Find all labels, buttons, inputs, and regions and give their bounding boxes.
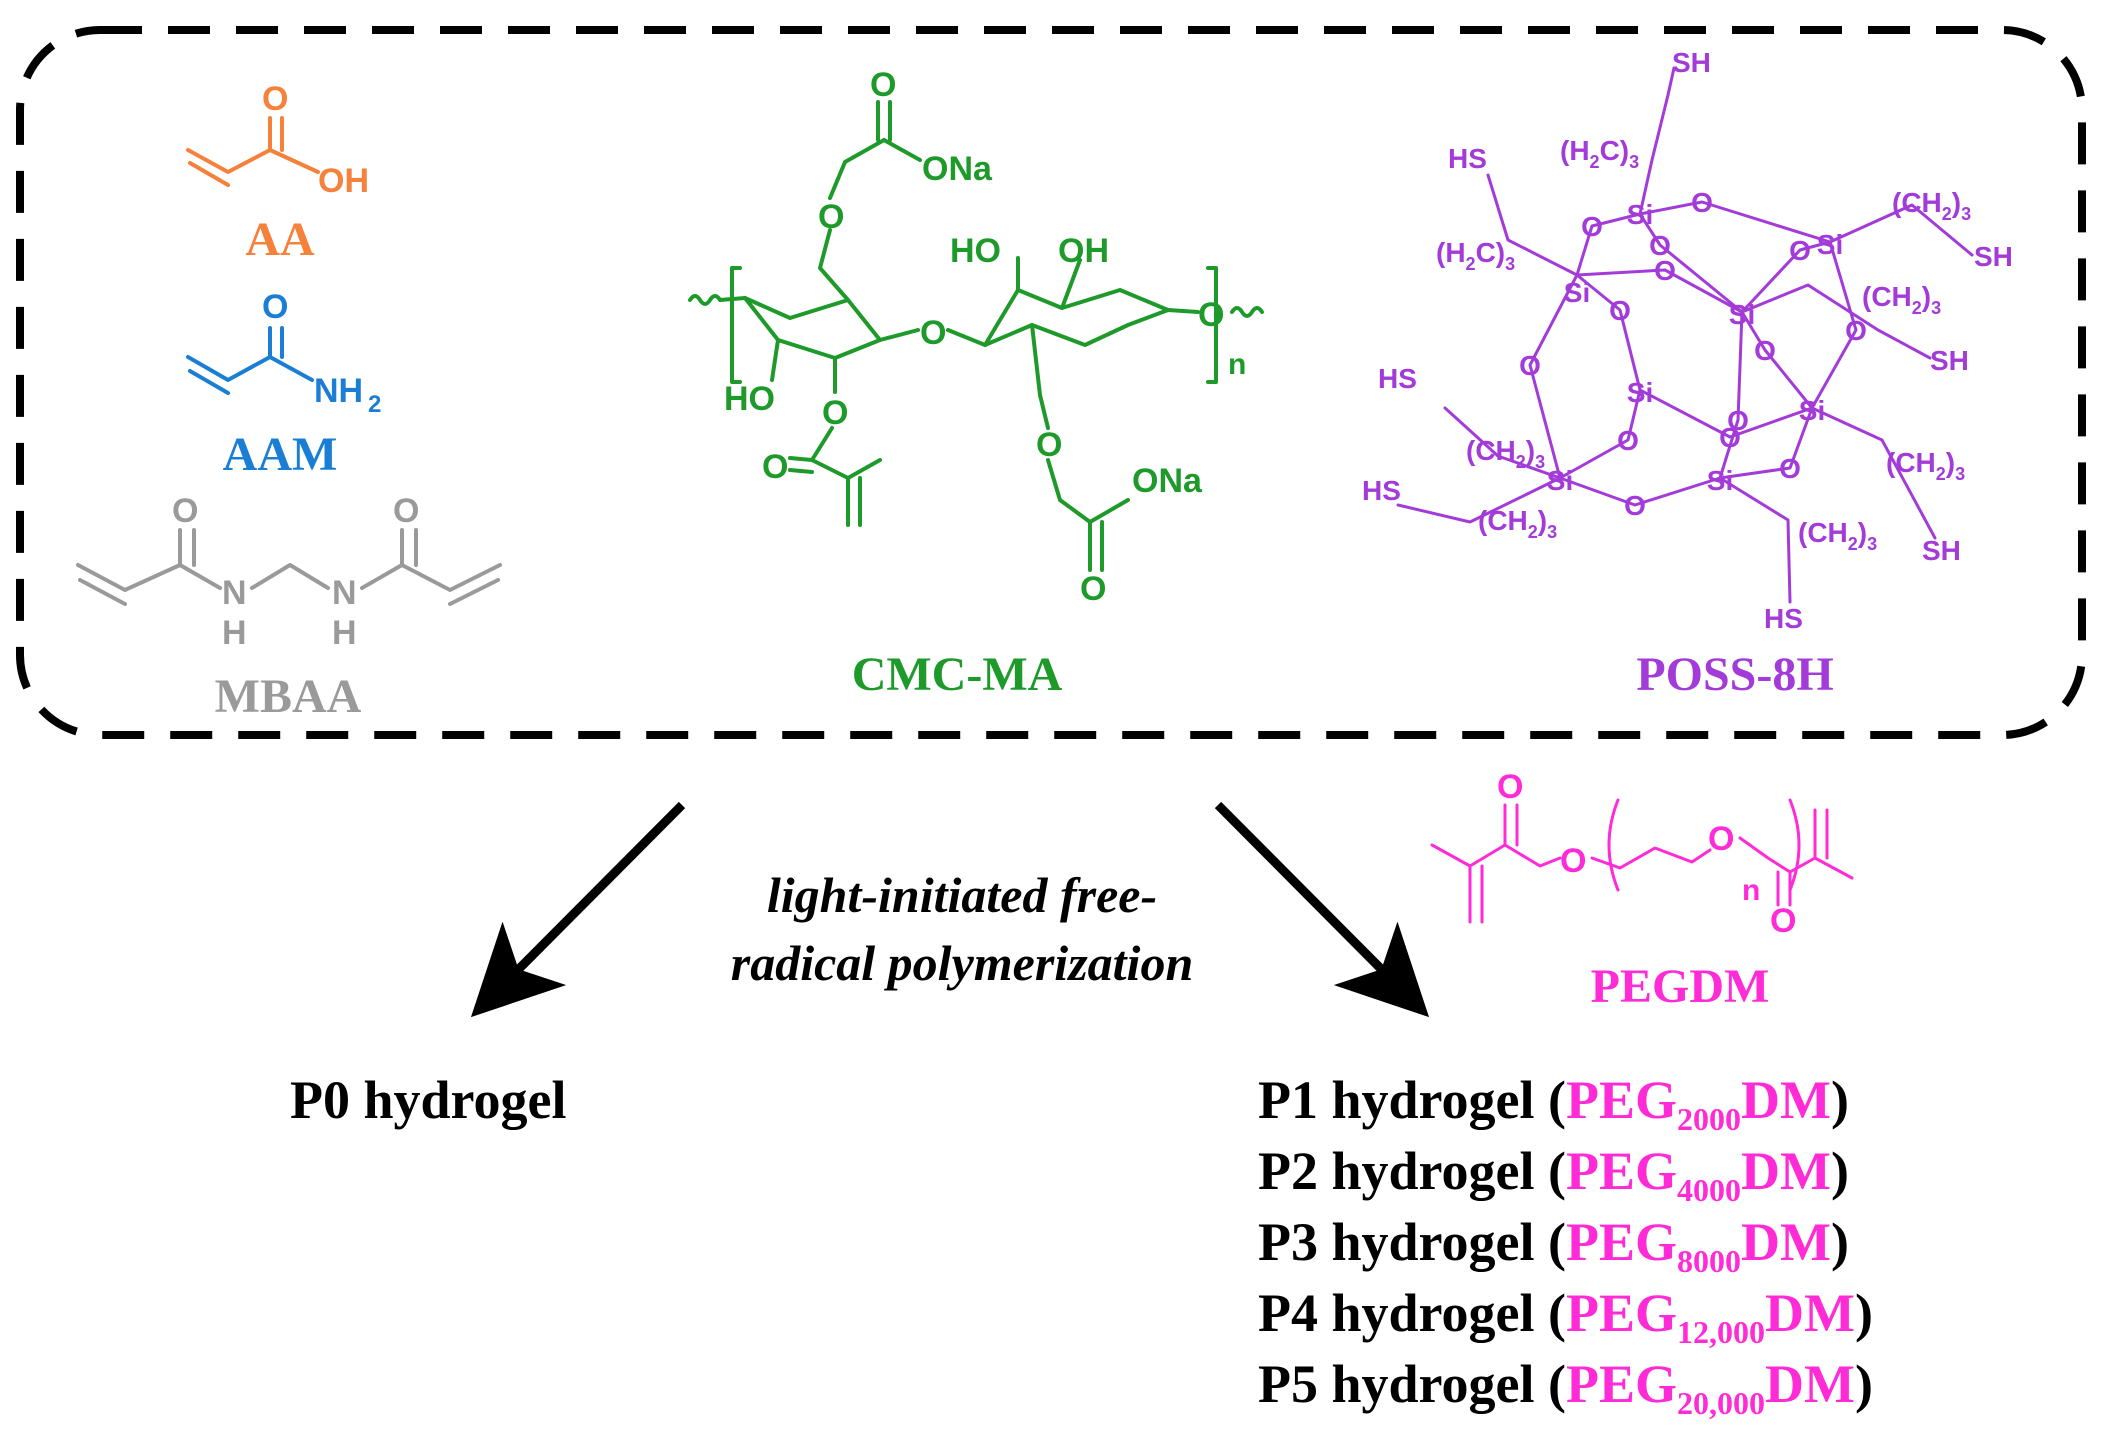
cmc-atom-o-ether-bot: O xyxy=(1036,426,1062,464)
poss-o-4: O xyxy=(1654,255,1676,286)
aam-structure xyxy=(186,326,314,395)
mbaa-label: MBAA xyxy=(215,670,362,723)
aa-atom-oh: OH xyxy=(318,162,369,200)
poss-si-4: Si xyxy=(1729,299,1755,330)
arrow-to-p0 xyxy=(470,801,686,1018)
pegdm-structure xyxy=(1430,798,1854,924)
product-p0: P0 hydrogel xyxy=(290,1070,567,1130)
poss-hs-1: HS xyxy=(1448,143,1487,174)
cmc-atom-o-top: O xyxy=(870,66,896,104)
product-row: P1 hydrogel (PEG2000DM) xyxy=(1258,1070,1849,1137)
aam-label: AAM xyxy=(223,428,338,481)
aa-atom-o: O xyxy=(262,80,288,118)
arrow-to-p1-p5 xyxy=(1214,801,1430,1018)
cmc-structure xyxy=(688,100,1264,572)
cmc-atom-o-bot: O xyxy=(1080,570,1106,608)
poss-o-13: O xyxy=(1779,453,1801,484)
pegdm-atom-o1: O xyxy=(1497,768,1523,806)
poss-sh-4: SH xyxy=(1922,535,1961,566)
aa-structure xyxy=(186,116,320,187)
mbaa-atom-o2: O xyxy=(393,492,419,530)
aam-atom-o: O xyxy=(262,288,288,326)
poss-hs-3: HS xyxy=(1362,475,1401,506)
poss-propyl-6: (CH2)3 xyxy=(1478,505,1557,542)
poss-o-12: O xyxy=(1624,490,1646,521)
poss-o-1: O xyxy=(1581,211,1603,242)
mbaa-atom-o1: O xyxy=(172,492,198,530)
pegdm-atom-o2: O xyxy=(1560,842,1586,880)
poss-hs-2: HS xyxy=(1378,363,1417,394)
pegdm-atom-o4: O xyxy=(1770,902,1796,940)
poss-si-8: Si xyxy=(1707,465,1733,496)
mbaa-atom-h1: H xyxy=(222,614,247,652)
pegdm-label: PEGDM xyxy=(1591,960,1770,1013)
reactants-box xyxy=(16,26,2086,739)
poss-propyl-2: (H2C)3 xyxy=(1436,237,1515,274)
poss-o-3: O xyxy=(1649,230,1671,261)
poss-propyl-3: (CH2)3 xyxy=(1892,187,1971,224)
poss-structure xyxy=(1396,66,1974,604)
poss-o-11: O xyxy=(1617,425,1639,456)
poss-o-14: O xyxy=(1727,405,1749,436)
aam-atom-nh: NH xyxy=(314,372,363,410)
poss-sh-1: SH xyxy=(1672,47,1711,78)
product-row: P4 hydrogel (PEG12,000DM) xyxy=(1258,1283,1873,1350)
pegdm-atom-n: n xyxy=(1742,874,1760,907)
cmc-atom-ona-top: ONa xyxy=(922,150,993,188)
poss-sh-3: SH xyxy=(1930,345,1969,376)
reaction-condition-line2: radical polymerization xyxy=(731,935,1194,991)
cmc-atom-ho-1: HO xyxy=(950,232,1001,270)
cmc-atom-ona-bot: ONa xyxy=(1132,462,1203,500)
mbaa-structure xyxy=(76,528,502,606)
poss-si-6: Si xyxy=(1799,395,1825,426)
poss-si-7: Si xyxy=(1547,465,1573,496)
product-row: P2 hydrogel (PEG4000DM) xyxy=(1258,1141,1849,1208)
cmc-atom-o-ether-top: O xyxy=(818,198,844,236)
poss-o-9: O xyxy=(1519,350,1541,381)
poss-sh-2: SH xyxy=(1974,241,2013,272)
poss-o-2: O xyxy=(1691,187,1713,218)
poss-propyl-5: (CH2)3 xyxy=(1466,435,1545,472)
poss-hs-4: HS xyxy=(1764,603,1803,634)
aa-label: AA xyxy=(245,213,315,266)
poss-propyl-1: (H2C)3 xyxy=(1560,135,1639,172)
product-list: P1 hydrogel (PEG2000DM)P2 hydrogel (PEG4… xyxy=(1258,1070,1873,1421)
poss-o-7: O xyxy=(1754,335,1776,366)
poss-propyl-8: (CH2)3 xyxy=(1798,517,1877,554)
cmc-atom-o-right: O xyxy=(1198,296,1224,334)
product-row: P5 hydrogel (PEG20,000DM) xyxy=(1258,1354,1873,1421)
aam-atom-sub: 2 xyxy=(368,391,381,418)
cmc-atom-o-bridge: O xyxy=(920,314,946,352)
pegdm-atom-o3: O xyxy=(1708,820,1734,858)
poss-o-10: O xyxy=(1719,422,1741,453)
poss-o-5: O xyxy=(1789,235,1811,266)
poss-o-8: O xyxy=(1845,315,1867,346)
poss-si-2: Si xyxy=(1564,277,1590,308)
cmc-atom-ho-left: HO xyxy=(724,380,775,418)
poss-propyl-labels: (H2C)3 (H2C)3 (CH2)3 (CH2)3 (CH2)3 (CH2)… xyxy=(1436,135,1971,554)
mbaa-atom-n2: N xyxy=(332,574,357,612)
poss-propyl-4: (CH2)3 xyxy=(1862,281,1941,318)
poss-si-1: Si xyxy=(1627,199,1653,230)
cmc-atom-o-carbonyl: O xyxy=(762,448,788,486)
cmc-atom-o-ester: O xyxy=(822,394,848,432)
mbaa-atom-h2: H xyxy=(332,614,357,652)
poss-si-5: Si xyxy=(1627,377,1653,408)
cmc-atom-oh-1: OH xyxy=(1058,232,1109,270)
cmc-atom-n: n xyxy=(1228,348,1246,381)
product-row: P3 hydrogel (PEG8000DM) xyxy=(1258,1212,1849,1279)
poss-o-6: O xyxy=(1609,295,1631,326)
poss-label: POSS-8H xyxy=(1636,648,1833,701)
poss-propyl-7: (CH2)3 xyxy=(1886,447,1965,484)
poss-si-3: Si xyxy=(1817,229,1843,260)
cmc-label: CMC-MA xyxy=(852,648,1063,701)
reaction-condition-line1: light-initiated free- xyxy=(767,867,1157,923)
mbaa-atom-n1: N xyxy=(222,574,247,612)
poss-atoms: Si Si Si Si Si Si Si Si O O O O O O O O … xyxy=(1362,47,2013,634)
